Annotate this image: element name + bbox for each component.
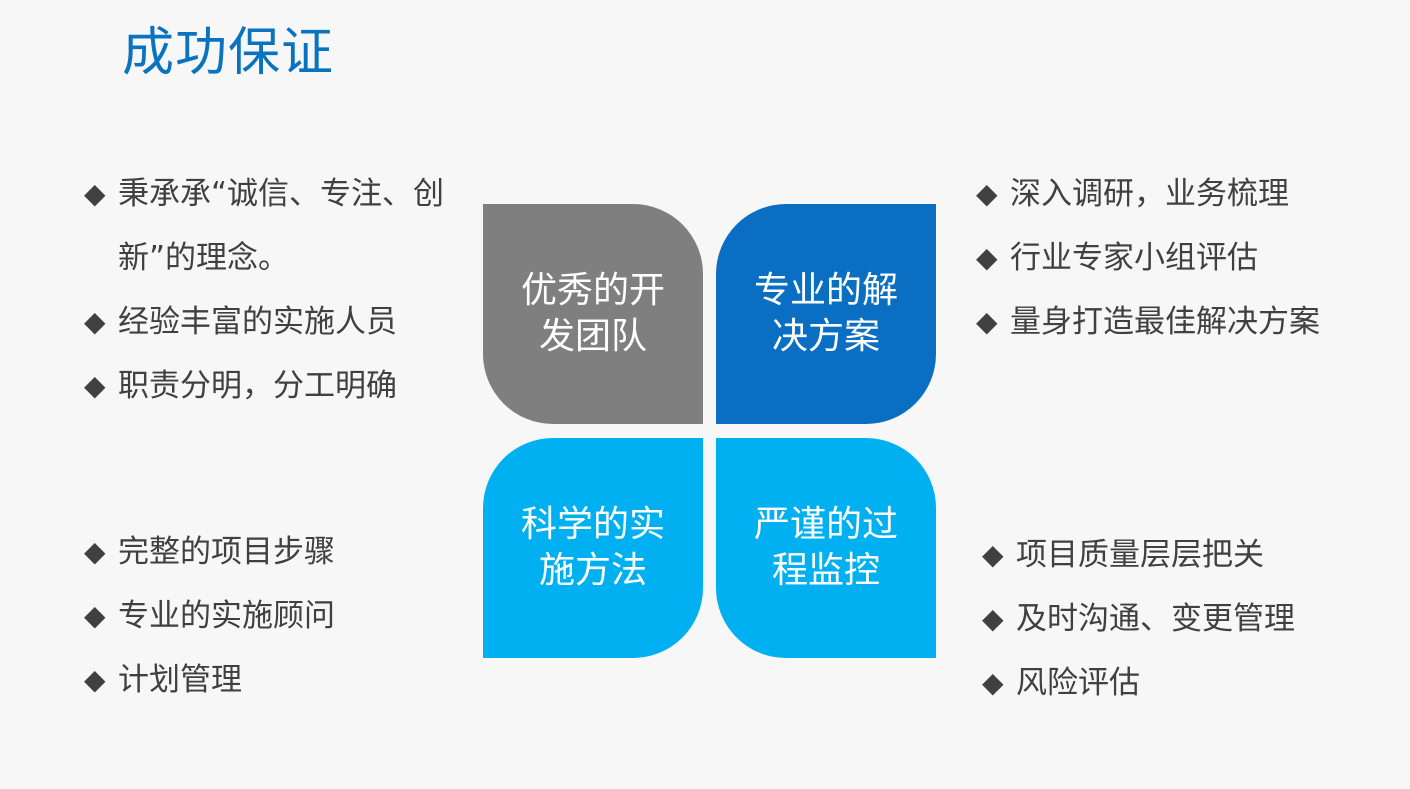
diamond-bullet-icon: ◆ <box>976 177 998 210</box>
diamond-bullet-icon: ◆ <box>84 663 106 696</box>
list-item-text: 及时沟通、变更管理 <box>1016 601 1295 637</box>
list-item: ◆ 风险评估 <box>982 651 1295 715</box>
list-item: ◆ 经验丰富的实施人员 <box>84 290 468 354</box>
petal-label-line: 程监控 <box>771 550 880 591</box>
solution-guarantee-list: ◆ 深入调研，业务梳理 ◆ 行业专家小组评估 ◆ 量身打造最佳解决方案 <box>976 162 1320 354</box>
list-item-text: 专业的实施顾问 <box>118 598 335 634</box>
list-item: ◆ 及时沟通、变更管理 <box>982 587 1295 651</box>
list-item-text: 秉承承“诚信、专注、创新”的理念。 <box>118 176 445 276</box>
petal-label-line: 严谨的过 <box>753 504 898 545</box>
petal-method: 科学的实 施方法 <box>483 438 703 658</box>
list-item-text: 量身打造最佳解决方案 <box>1010 304 1320 340</box>
petal-label-line: 优秀的开 <box>520 270 665 311</box>
list-item: ◆ 秉承承“诚信、专注、创新”的理念。 <box>84 162 468 290</box>
list-item: ◆ 完整的项目步骤 <box>84 520 335 584</box>
petal-label: 优秀的开 发团队 <box>521 268 665 360</box>
diamond-bullet-icon: ◆ <box>84 599 106 632</box>
list-item: ◆ 量身打造最佳解决方案 <box>976 290 1320 354</box>
petal-solution: 专业的解 决方案 <box>716 204 936 424</box>
petal-label-line: 决方案 <box>771 316 880 357</box>
diamond-bullet-icon: ◆ <box>84 535 106 568</box>
list-item: ◆ 专业的实施顾问 <box>84 584 335 648</box>
list-item-text: 深入调研，业务梳理 <box>1010 176 1289 212</box>
petal-label: 严谨的过 程监控 <box>754 502 898 594</box>
list-item: ◆ 计划管理 <box>84 648 335 712</box>
petal-label: 科学的实 施方法 <box>521 502 665 594</box>
process-guarantee-list: ◆ 项目质量层层把关 ◆ 及时沟通、变更管理 ◆ 风险评估 <box>982 523 1295 715</box>
list-item: ◆ 项目质量层层把关 <box>982 523 1295 587</box>
diamond-bullet-icon: ◆ <box>84 369 106 402</box>
list-item-text: 计划管理 <box>118 662 242 698</box>
petal-label-line: 科学的实 <box>520 504 665 545</box>
list-item-text: 项目质量层层把关 <box>1016 537 1264 573</box>
petal-label-line: 施方法 <box>538 550 647 591</box>
petal-label-line: 专业的解 <box>753 270 898 311</box>
petal-label-line: 发团队 <box>538 316 647 357</box>
petal-dev-team: 优秀的开 发团队 <box>483 204 703 424</box>
diamond-bullet-icon: ◆ <box>84 177 106 210</box>
list-item-text: 完整的项目步骤 <box>118 534 335 570</box>
list-item-text: 风险评估 <box>1016 665 1140 701</box>
method-guarantee-list: ◆ 完整的项目步骤 ◆ 专业的实施顾问 ◆ 计划管理 <box>84 520 335 712</box>
petal-label: 专业的解 决方案 <box>754 268 898 360</box>
diamond-bullet-icon: ◆ <box>982 666 1004 699</box>
list-item-text: 行业专家小组评估 <box>1010 240 1258 276</box>
diamond-bullet-icon: ◆ <box>976 305 998 338</box>
diamond-bullet-icon: ◆ <box>982 602 1004 635</box>
list-item: ◆ 职责分明，分工明确 <box>84 354 468 418</box>
list-item-text: 职责分明，分工明确 <box>118 368 397 404</box>
diamond-bullet-icon: ◆ <box>976 241 998 274</box>
page-title: 成功保证 <box>122 23 335 83</box>
list-item: ◆ 行业专家小组评估 <box>976 226 1320 290</box>
list-item-text: 经验丰富的实施人员 <box>118 304 397 340</box>
list-item: ◆ 深入调研，业务梳理 <box>976 162 1320 226</box>
team-guarantee-list: ◆ 秉承承“诚信、专注、创新”的理念。 ◆ 经验丰富的实施人员 ◆ 职责分明，分工明确 <box>84 162 468 418</box>
diamond-bullet-icon: ◆ <box>982 538 1004 571</box>
petal-process: 严谨的过 程监控 <box>716 438 936 658</box>
diamond-bullet-icon: ◆ <box>84 305 106 338</box>
